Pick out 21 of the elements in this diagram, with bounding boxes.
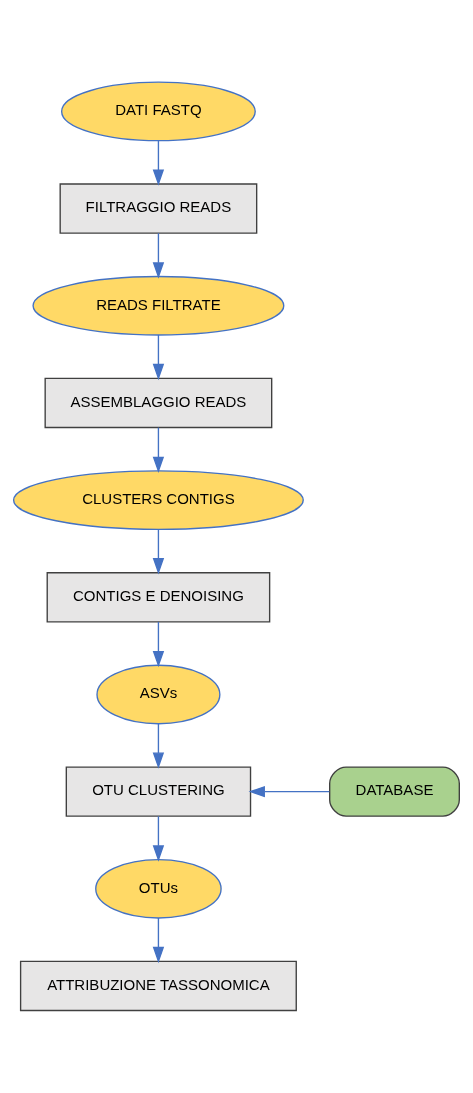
arrow (248, 785, 330, 798)
arrow (152, 917, 165, 964)
arrow (152, 815, 165, 862)
arrow (152, 426, 165, 473)
arrow (152, 139, 165, 186)
node-ellipse: DATI FASTQ (60, 81, 256, 142)
node-ellipse: ASVs (96, 664, 221, 725)
node-box: FILTRAGGIO READS (59, 183, 258, 234)
arrow (152, 334, 165, 381)
node-ellipse: CLUSTERS CONTIGS (12, 470, 304, 530)
node-box: ATTRIBUZIONE TASSONOMICA (19, 960, 297, 1012)
node-ellipse: OTUs (95, 858, 222, 919)
node-box: CONTIGS E DENOISING (46, 572, 271, 623)
node-box: DATABASE (329, 766, 460, 817)
arrow (152, 722, 165, 769)
arrow (152, 232, 165, 279)
node-box: ASSEMBLAGGIO READS (44, 377, 273, 429)
arrow (152, 528, 165, 575)
node-ellipse: READS FILTRATE (32, 275, 285, 336)
node-box: OTU CLUSTERING (65, 766, 252, 817)
arrow (152, 621, 165, 668)
